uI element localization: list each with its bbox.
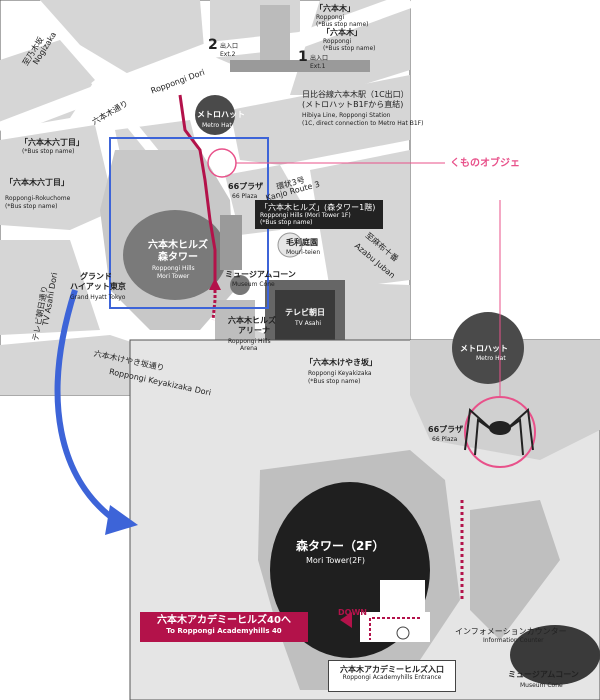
metrohat-en: Metro Hat bbox=[202, 122, 232, 129]
spider-object-label: くものオブジェ bbox=[450, 158, 520, 169]
mori-tower-jp2: 森タワー bbox=[158, 252, 198, 263]
exit2-jp: 出入口 bbox=[220, 43, 239, 50]
tv-asahi-en: TV Asahi bbox=[295, 320, 322, 327]
mouri-jp: 毛利庭園 bbox=[286, 238, 318, 247]
keyakizaka-bus-sub: (*Bus stop name) bbox=[308, 378, 361, 385]
tv-asahi-jp: テレビ朝日 bbox=[285, 308, 325, 317]
station-jp1: 日比谷線六本木駅（1C出口） bbox=[302, 90, 409, 99]
stop-roppongi-jp: 「六本木」 bbox=[315, 4, 355, 13]
rokuchome2-en: Roppongi-Rokuchome bbox=[5, 195, 71, 202]
mori-bus-jp: 「六本木ヒルズ」(森タワー1階) bbox=[260, 203, 376, 212]
bottom-mori-tower-jp: 森タワー（2F） bbox=[296, 539, 385, 553]
arena-jp: 六本木ヒルズ bbox=[228, 316, 276, 325]
arena-jp2: アリーナ bbox=[238, 326, 270, 335]
stop-roppongi2-en: Roppongi bbox=[323, 38, 352, 45]
stop-roppongi-en: Roppongi bbox=[316, 14, 345, 21]
metrohat-jp: メトロハット bbox=[197, 110, 245, 119]
bottom-museum-cone-jp: ミュージアムコーン bbox=[508, 670, 579, 679]
mori-tower-en2: Mori Tower bbox=[157, 273, 190, 280]
mori-bus-stop-box: 「六本木ヒルズ」(森タワー1階) Roppongi Hills (Mori To… bbox=[255, 200, 383, 229]
bottom-museum-cone-en: Museum Cone bbox=[520, 682, 563, 689]
station-jp2: (メトロハットB1Fから直結) bbox=[302, 100, 404, 109]
bottom-mori-tower-en: Mori Tower(2F) bbox=[306, 556, 365, 565]
mouri-en: Mouri-teien bbox=[286, 249, 321, 256]
bottom-plaza66-jp: 66プラザ bbox=[428, 425, 464, 434]
bottom-metrohat-en: Metro Hat bbox=[476, 355, 506, 362]
down-label: DOWN bbox=[338, 608, 367, 617]
academy-entrance-jp: 六本木アカデミーヒルズ入口 bbox=[340, 665, 444, 674]
bottom-map bbox=[129, 200, 600, 700]
zoom-arrow bbox=[54, 289, 117, 523]
arena-en: Roppongi Hills bbox=[228, 338, 271, 345]
mori-tower-en1: Roppongi Hills bbox=[152, 265, 195, 272]
plaza66-jp: 66プラザ bbox=[228, 182, 264, 191]
exit1-en: Ext.1 bbox=[310, 63, 326, 70]
rokuchome1-sub: (*Bus stop name) bbox=[22, 148, 75, 155]
station-en2: (1C, direct connection to Metro Hat B1F) bbox=[302, 120, 424, 127]
info-counter-en: Information Counter bbox=[483, 637, 544, 644]
museum-cone-jp: ミュージアムコーン bbox=[225, 270, 296, 279]
mori-bus-en: Roppongi Hills (Mori Tower 1F) bbox=[260, 212, 351, 219]
bottom-metrohat-jp: メトロハット bbox=[460, 344, 508, 353]
academy-entrance-en: Roppongi Academyhills Entrance bbox=[342, 674, 442, 681]
academy-hills-en: To Roppongi Academyhills 40 bbox=[166, 627, 282, 635]
exit2-en: Ext.2 bbox=[220, 51, 236, 58]
academy-hills-jp: 六本木アカデミーヒルズ40へ bbox=[157, 615, 291, 626]
info-counter-jp: インフォメーションカウンター bbox=[455, 627, 567, 636]
exit2-num: 2 bbox=[208, 37, 218, 53]
academy-hills-box: 六本木アカデミーヒルズ40へ To Roppongi Academyhills … bbox=[140, 612, 308, 642]
stop-roppongi-sub: (*Bus stop name) bbox=[316, 21, 369, 28]
grand-hyatt-en: Grand Hyatt Tokyo bbox=[70, 294, 126, 301]
exit1-num: 1 bbox=[298, 49, 308, 65]
mori-bus-sub: (*Bus stop name) bbox=[260, 219, 313, 226]
mori-tower-jp1: 六本木ヒルズ bbox=[148, 240, 208, 251]
keyakizaka-bus-en: Roppongi Keyakizaka bbox=[308, 370, 372, 377]
bottom-plaza66-en: 66 Plaza bbox=[432, 436, 458, 443]
rokuchome2-jp: 「六本木六丁目」 bbox=[5, 178, 69, 187]
keyakizaka-bus-jp: 「六本木けやき坂」 bbox=[305, 358, 377, 367]
grand-hyatt-jp2: ハイアット東京 bbox=[70, 282, 126, 291]
museum-cone-en: Museum Cone bbox=[232, 281, 275, 288]
grand-hyatt-jp: グランド bbox=[80, 272, 112, 281]
station-en1: Hibiya Line, Roppongi Station bbox=[302, 112, 391, 119]
stop-roppongi2-sub: (*Bus stop name) bbox=[323, 45, 376, 52]
rokuchome1-jp: 「六本木六丁目」 bbox=[20, 138, 84, 147]
exit1-jp: 出入口 bbox=[310, 55, 329, 62]
academy-entrance-box: 六本木アカデミーヒルズ入口 Roppongi Academyhills Entr… bbox=[328, 660, 456, 692]
top-map bbox=[0, 0, 445, 396]
stop-roppongi2-jp: 「六本木」 bbox=[322, 28, 362, 37]
arena-en2: Arena bbox=[240, 345, 258, 352]
rokuchome2-sub: (*Bus stop name) bbox=[5, 203, 58, 210]
plaza66-en: 66 Plaza bbox=[232, 193, 258, 200]
